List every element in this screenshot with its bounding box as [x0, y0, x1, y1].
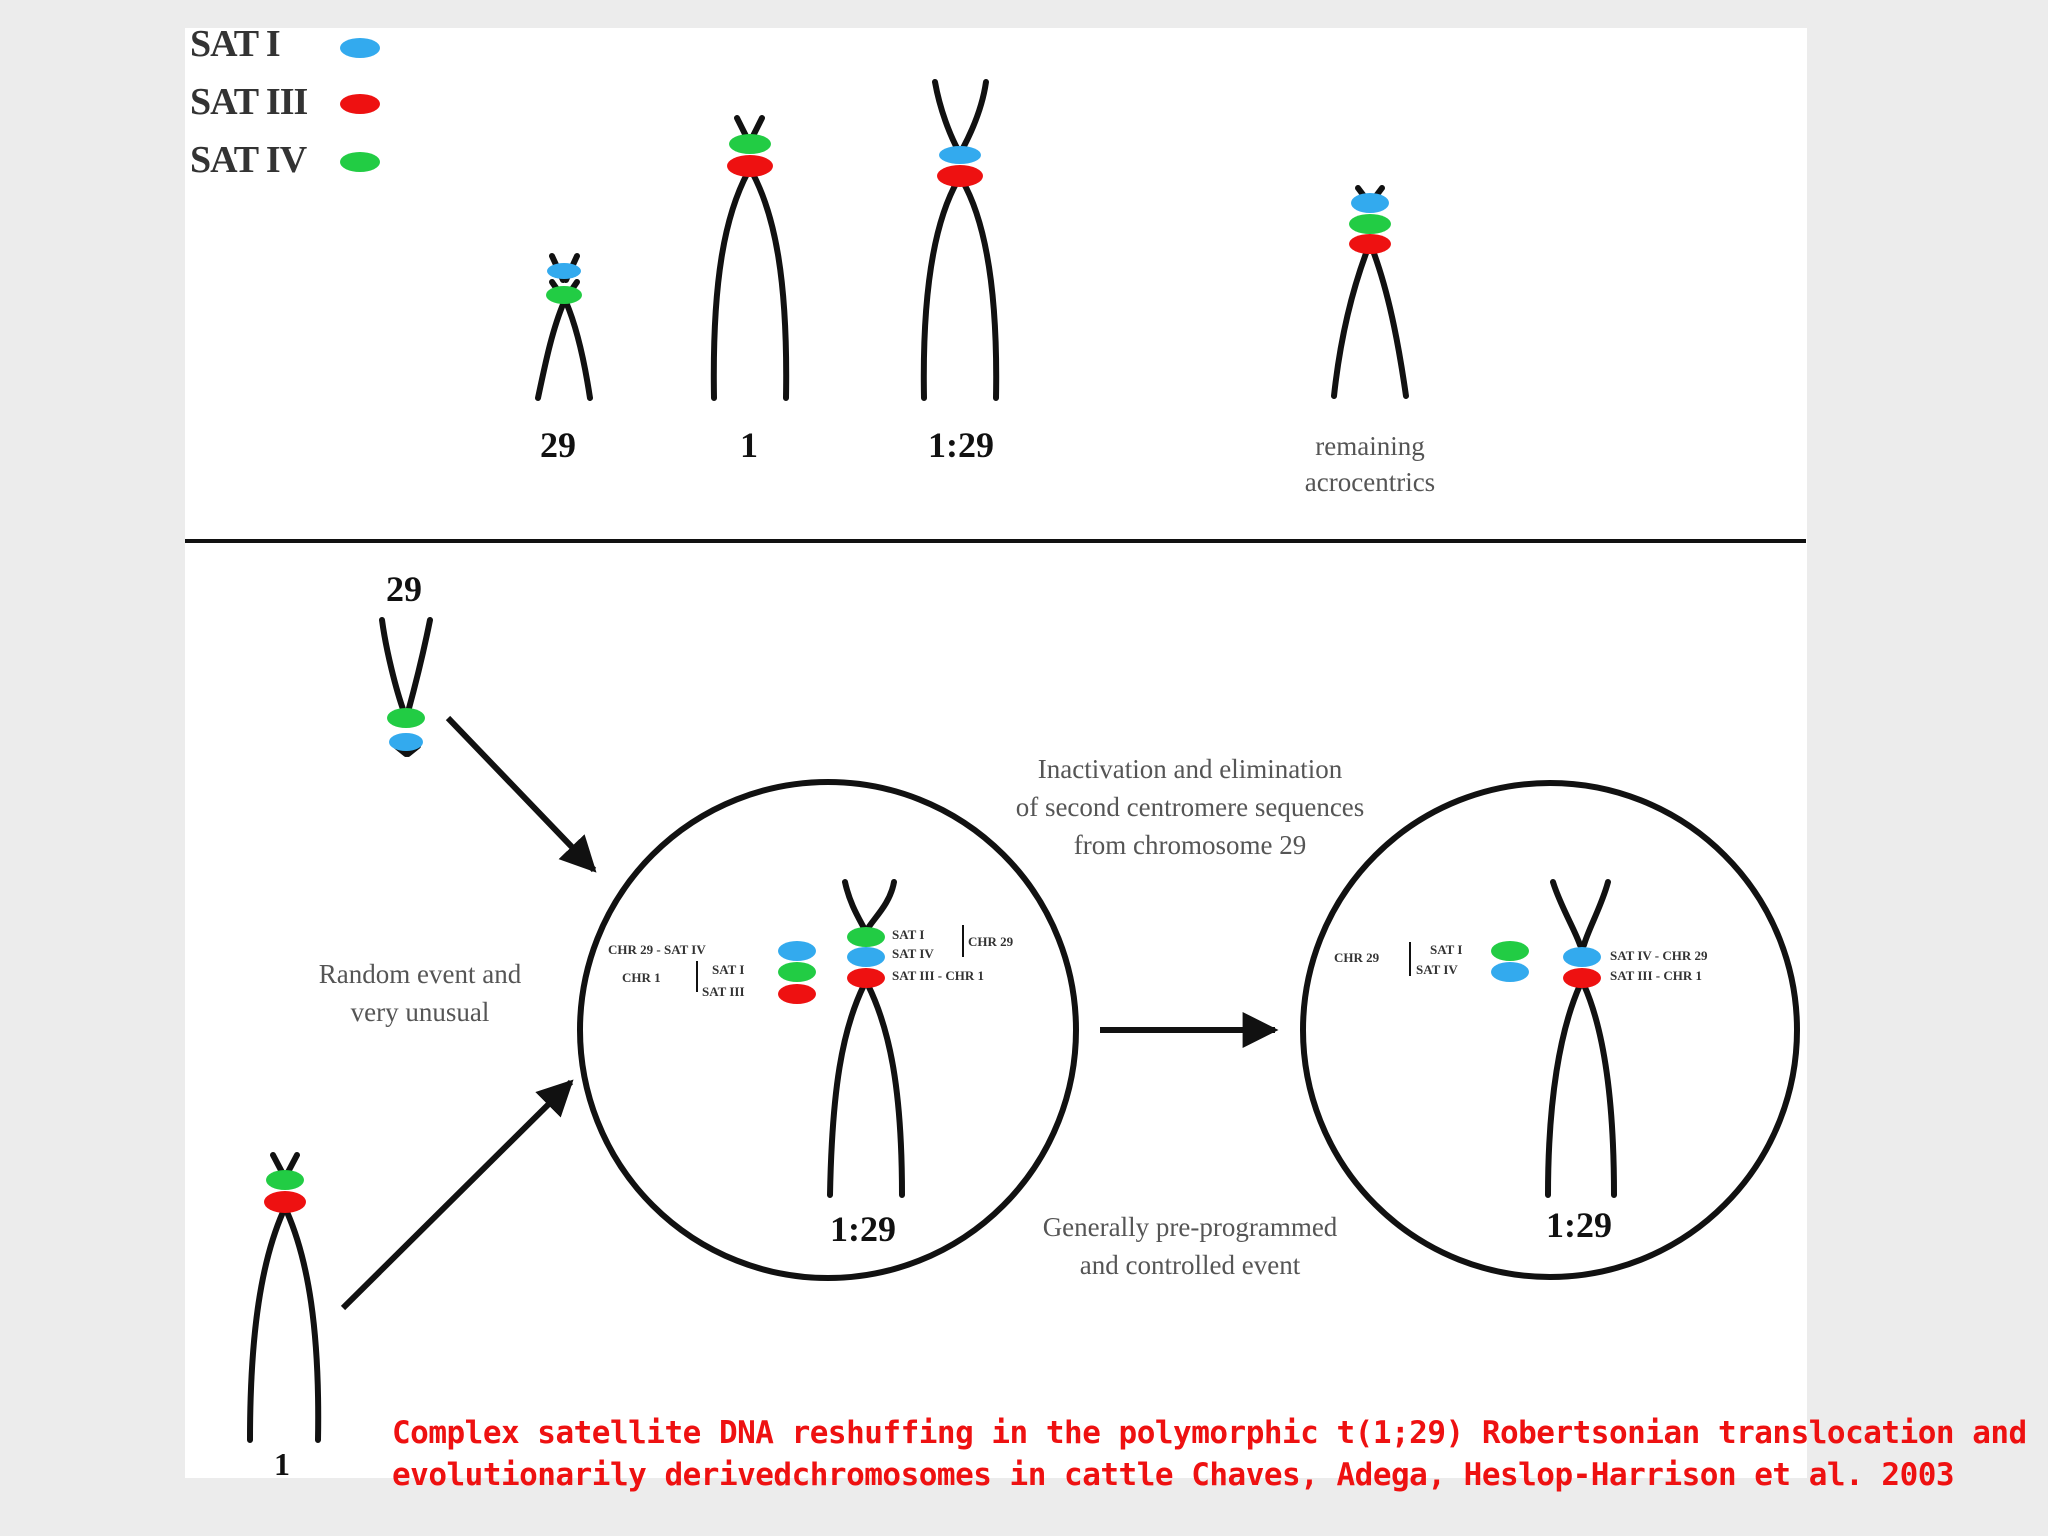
note-controlled: Generally pre-programmed and controlled … — [1042, 1212, 1338, 1280]
top-rem-sat4 — [1349, 214, 1391, 234]
top-29-sat1 — [547, 263, 581, 279]
c1-chr-label: 1:29 — [830, 1209, 896, 1249]
c2-left-sat4 — [1491, 941, 1529, 961]
c2-chromosome-1-29 — [1545, 879, 1617, 1198]
c1-right-label-0: SAT I — [892, 927, 925, 942]
arrow-1-to-circle — [340, 1079, 574, 1311]
top-1-sat4 — [729, 134, 771, 154]
top-label-1-29: 1:29 — [928, 425, 994, 465]
top-29-sat4 — [546, 286, 582, 304]
c1-chr-sat1 — [847, 947, 885, 967]
bottom-1-sat4 — [266, 1170, 304, 1190]
bottom-label-1: 1 — [274, 1446, 290, 1482]
bottom-1-sat3 — [264, 1191, 306, 1213]
note-inactivation: Inactivation and elimination of second c… — [1015, 754, 1365, 860]
c2-right-label-0: SAT IV - CHR 29 — [1610, 948, 1708, 963]
c1-left-label-3: SAT III — [702, 984, 745, 999]
c1-right-label-2: CHR 29 — [968, 934, 1014, 949]
top-label-29: 29 — [540, 425, 576, 465]
c2-chr-sat1 — [1563, 947, 1601, 967]
circle-result — [1300, 780, 1800, 1280]
top-1-29-sat3 — [937, 165, 983, 187]
legend-sat4-dot — [340, 152, 380, 172]
top-1-sat3 — [727, 155, 773, 177]
c2-left-label-1: SAT I — [1430, 942, 1463, 957]
top-label-1: 1 — [740, 425, 758, 465]
caption-line-2: evolutionarily derivedchromosomes in cat… — [392, 1457, 1955, 1493]
c1-chr-sat4 — [847, 927, 885, 947]
c2-chr-label: 1:29 — [1546, 1205, 1612, 1245]
c1-left-sat4 — [778, 962, 816, 982]
legend-label-sat3: SAT III — [190, 81, 308, 123]
top-rem-sat1 — [1351, 193, 1389, 213]
legend-sat1-dot — [340, 38, 380, 58]
caption-line-1: Complex satellite DNA reshuffing in the … — [392, 1415, 2027, 1451]
bottom-29-sat1 — [389, 733, 423, 751]
top-rem-sat3 — [1349, 234, 1391, 254]
top-chromosome-1-29 — [920, 79, 1000, 401]
legend-label-sat4: SAT IV — [190, 139, 307, 181]
caption: Complex satellite DNA reshuffing in the … — [392, 1412, 2032, 1496]
c2-left-label-0: CHR 29 — [1334, 950, 1380, 965]
legend-sat3-dot — [340, 94, 380, 114]
note-random-event: Random event and very unusual — [318, 959, 522, 1027]
c2-left-label-2: SAT IV — [1416, 962, 1458, 977]
legend-label-sat1: SAT I — [190, 23, 281, 65]
c1-right-label-1: SAT IV — [892, 946, 934, 961]
c1-left-label-0: CHR 29 - SAT IV — [608, 942, 706, 957]
c1-left-label-1: CHR 1 — [622, 970, 661, 985]
circle-fusion — [577, 779, 1079, 1281]
figure-panel — [185, 28, 1807, 1478]
c1-left-label-2: SAT I — [712, 962, 745, 977]
c1-chr-sat3 — [847, 968, 885, 988]
top-label-remaining: remaining acrocentrics — [1304, 431, 1436, 497]
c1-left-sat1 — [778, 941, 816, 961]
c1-right-label-3: SAT III - CHR 1 — [892, 968, 984, 983]
c2-chr-sat3 — [1563, 968, 1601, 988]
bottom-29-sat4 — [387, 708, 425, 728]
bottom-label-29: 29 — [386, 569, 422, 609]
c2-left-sat1 — [1491, 962, 1529, 982]
c1-left-sat3 — [778, 984, 816, 1004]
top-1-29-sat1 — [939, 146, 981, 164]
arrow-29-to-circle — [445, 715, 597, 873]
c2-right-label-1: SAT III - CHR 1 — [1610, 968, 1702, 983]
